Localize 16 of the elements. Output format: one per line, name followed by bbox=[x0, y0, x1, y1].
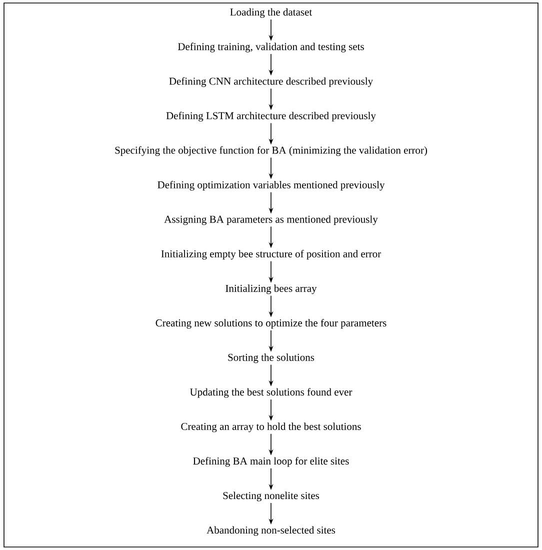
step-text: Creating an array to hold the best solutions bbox=[181, 422, 361, 432]
step-text: Initializing empty bee structure of position and error bbox=[161, 250, 381, 260]
step-text: Defining LSTM architecture described previously bbox=[166, 112, 376, 122]
step-text: Defining BA main loop for elite sites bbox=[193, 457, 349, 467]
step-text: Updating the best solutions found ever bbox=[190, 388, 352, 398]
step-text: Selecting nonelite sites bbox=[223, 492, 320, 502]
step-text: Defining CNN architecture described previously bbox=[169, 77, 374, 87]
step-text: Creating new solutions to optimize the four parameters bbox=[156, 318, 386, 329]
step-text: Initializing bees array bbox=[226, 284, 317, 294]
step-text: Assigning BA parameters as mentioned previously bbox=[164, 215, 378, 225]
step-text: Loading the dataset bbox=[230, 8, 312, 18]
step-text: Defining optimization variables mentioned previously bbox=[158, 180, 385, 191]
step-text: Defining training, validation and testing sets bbox=[178, 42, 364, 52]
step-text: Sorting the solutions bbox=[228, 354, 314, 364]
step-text: Abandoning non-selected sites bbox=[206, 526, 336, 536]
step-text: Specifying the objective function for BA (minimizing the validation error) bbox=[115, 146, 428, 156]
